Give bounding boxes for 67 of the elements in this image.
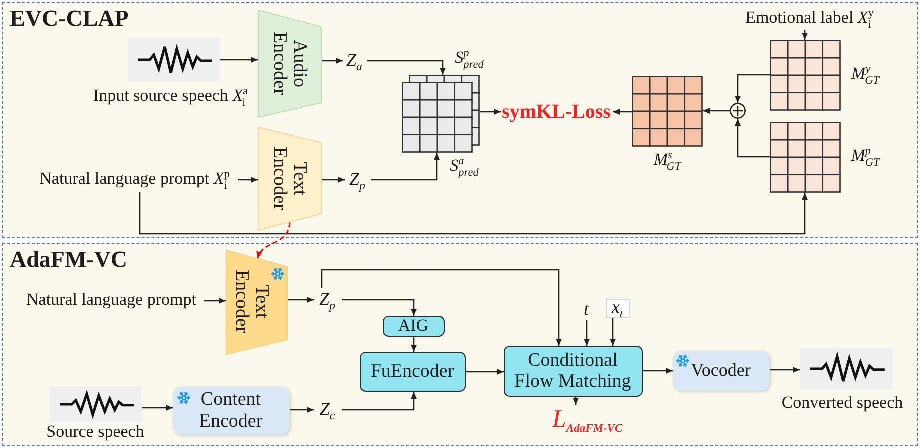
arrow xyxy=(466,369,504,375)
waveform-label: Source speech xyxy=(46,422,146,442)
waveform-image xyxy=(800,348,892,390)
panel-title: EVC-CLAP xyxy=(10,6,129,32)
dashed-arrow xyxy=(257,222,291,260)
loss-label: L$_{AdaFM-VC}$ xyxy=(550,404,630,434)
module-box xyxy=(504,346,642,396)
math-label: Z$_{p}$ xyxy=(314,288,342,312)
arrow xyxy=(322,177,345,183)
encoder-trapezoid xyxy=(258,126,322,230)
math-label: x$_{t}$ xyxy=(606,298,630,318)
arrow xyxy=(703,108,730,114)
arrow xyxy=(342,392,417,411)
encoder-label: Text Encoder xyxy=(270,146,310,212)
arrow xyxy=(321,269,562,346)
dashed-panel xyxy=(2,243,918,446)
arrow xyxy=(610,318,616,346)
arrow xyxy=(802,30,808,40)
math-label: Z$_{a}$ xyxy=(342,50,366,72)
arrow xyxy=(288,297,314,303)
waveform-image xyxy=(50,386,142,422)
arrow xyxy=(643,368,673,374)
arrow xyxy=(238,177,258,183)
stacked-matrix-grid xyxy=(402,74,480,152)
math-label: t xyxy=(580,300,594,320)
box-label: Vocoder xyxy=(691,360,751,381)
waveform-label: Converted speech xyxy=(780,394,904,414)
arrow xyxy=(584,320,590,346)
arrow xyxy=(735,119,770,158)
input-label: Natural language prompt xyxy=(20,288,204,312)
arrow xyxy=(142,405,173,411)
arrow xyxy=(342,299,417,316)
loss-label: symKL-Loss xyxy=(500,98,612,124)
arrow xyxy=(322,58,343,64)
module-box xyxy=(672,350,770,390)
box-label: Conditional Flow Matching xyxy=(514,350,632,392)
module-box xyxy=(360,352,466,392)
encoder-label: Text Encoder xyxy=(232,269,272,336)
module-box xyxy=(172,386,290,434)
waveform-image xyxy=(128,38,220,82)
box-label: Content Encoder xyxy=(198,389,264,432)
panel-title: AdaFM-VC xyxy=(10,247,128,272)
box-label: FuEncoder xyxy=(370,360,454,382)
dashed-panel xyxy=(2,2,918,238)
box-label: AIG xyxy=(398,316,429,336)
encoder-trapezoid xyxy=(226,250,288,354)
math-label: Z$_{c}$ xyxy=(314,398,342,422)
encoder-trapezoid xyxy=(258,10,322,118)
module-box xyxy=(382,316,444,336)
arrow xyxy=(573,397,579,405)
arrow xyxy=(770,367,800,373)
arrow xyxy=(204,298,226,304)
arrow xyxy=(613,109,632,115)
matrix-grid xyxy=(770,122,840,192)
plus-circle-symbol xyxy=(730,102,746,118)
matrix-grid xyxy=(770,40,840,110)
encoder-label: Audio Encoder xyxy=(270,30,310,98)
arrow xyxy=(139,192,808,235)
arrow xyxy=(371,153,440,181)
arrow xyxy=(367,60,446,75)
arrow xyxy=(220,57,258,63)
arrow xyxy=(411,337,417,352)
arrow xyxy=(290,407,314,413)
arrow xyxy=(735,74,770,103)
arrow xyxy=(480,109,501,115)
math-label: Z$_{p}$ xyxy=(344,168,370,192)
matrix-grid xyxy=(632,76,702,146)
